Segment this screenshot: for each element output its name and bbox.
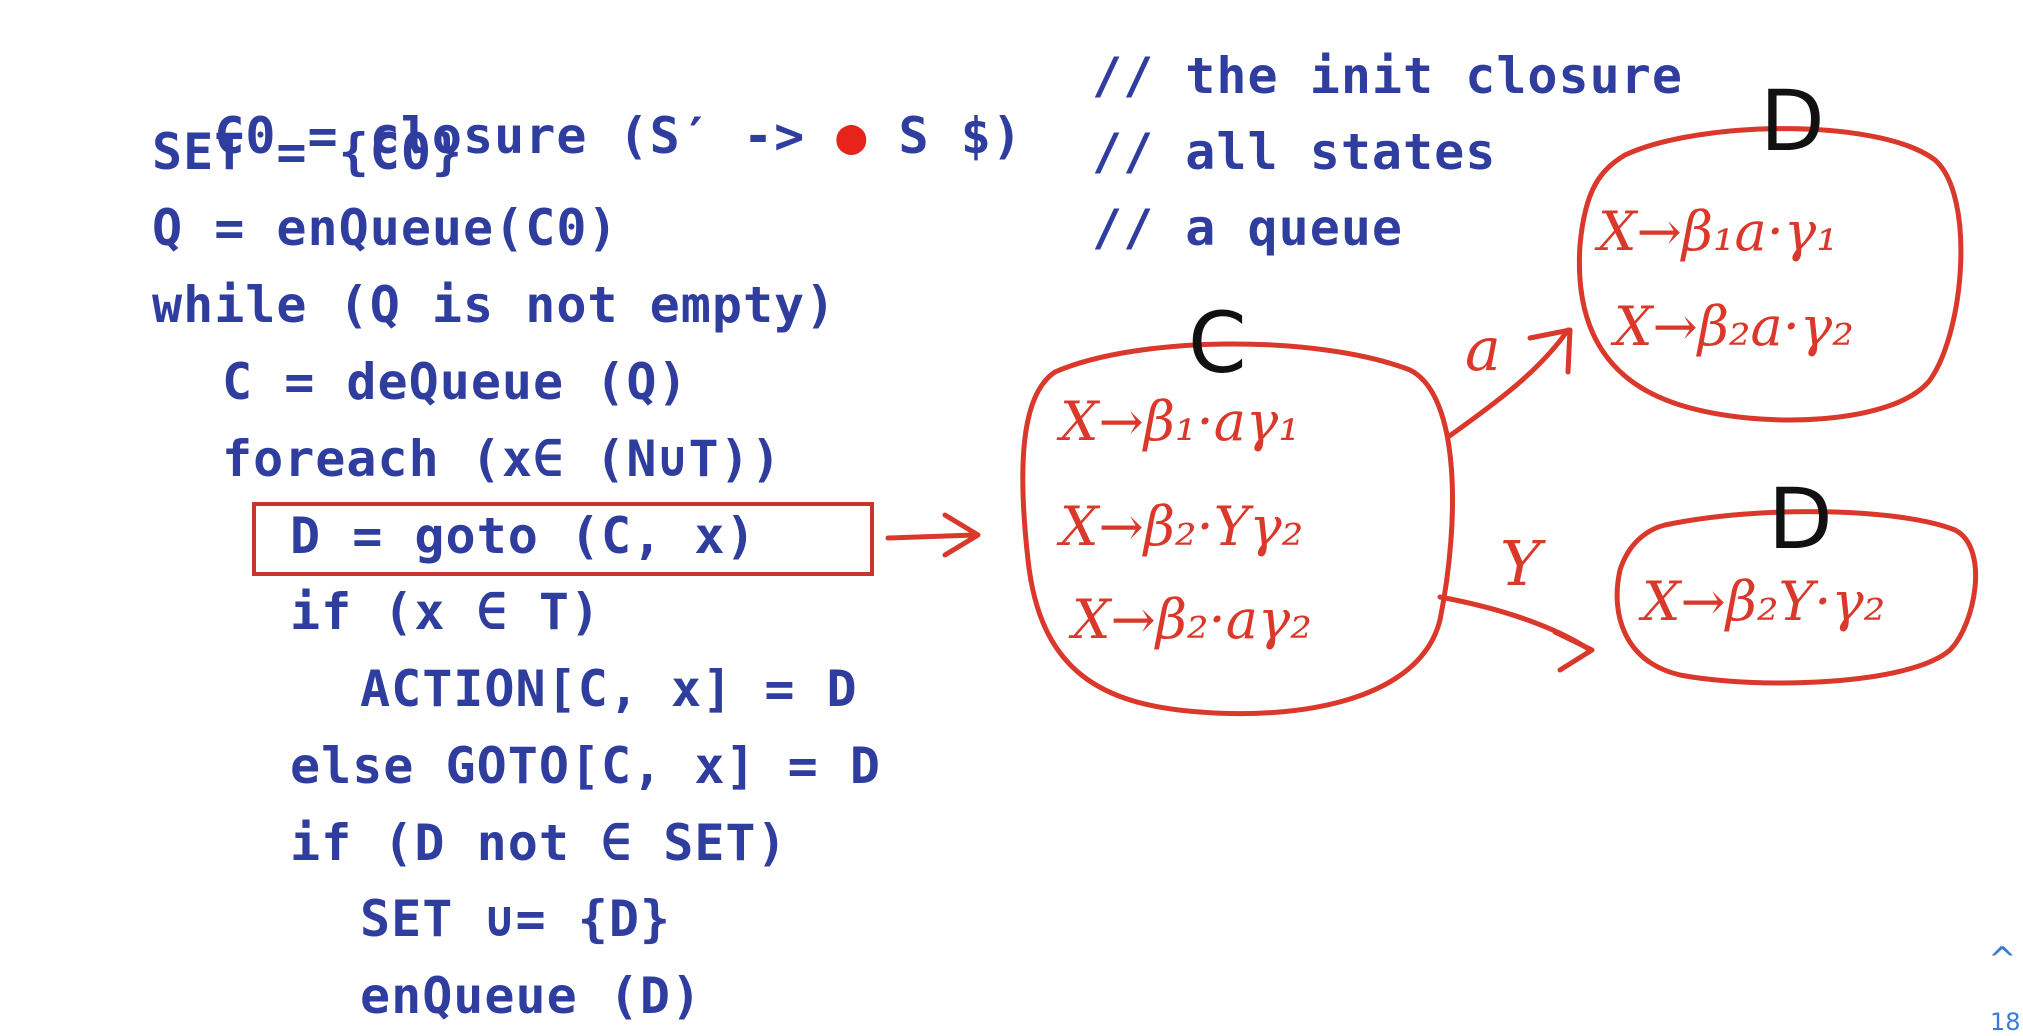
state-d2-blob bbox=[1614, 509, 1978, 686]
edge-y-arrow bbox=[1437, 594, 1595, 673]
code-line-7: D = goto (C, x) bbox=[290, 507, 757, 565]
state-c-item-2: X→β₂·Yγ₂ bbox=[1056, 495, 1303, 558]
edge-y-label: Y bbox=[1500, 527, 1546, 600]
code-line-10: else GOTO[C, x] = D bbox=[290, 737, 881, 795]
code-line-12: SET ∪= {D} bbox=[360, 890, 672, 948]
code-line-8: if (x ∈ T) bbox=[290, 583, 602, 641]
state-d1-label: D bbox=[1760, 72, 1825, 170]
state-d2-item-1: X→β₂Y·γ₂ bbox=[1638, 570, 1885, 633]
chevron-up-icon[interactable]: ^ bbox=[1988, 940, 2017, 980]
code-line-3: Q = enQueue(C0) bbox=[152, 199, 619, 257]
goto-highlight-box bbox=[252, 502, 874, 576]
code-line-1: C0 = closure (S′ -> ● S $) bbox=[152, 46, 1023, 166]
code-line-1-prefix: C0 = closure (S′ -> bbox=[214, 107, 837, 165]
code-line-4: while (Q is not empty) bbox=[152, 276, 837, 334]
edge-a-arrow bbox=[1445, 327, 1573, 440]
closure-dot-icon: ● bbox=[836, 107, 868, 165]
code-line-11: if (D not ∈ SET) bbox=[290, 814, 788, 872]
code-line-1-suffix: S $) bbox=[867, 107, 1023, 165]
code-line-2: SET = {C0} bbox=[152, 123, 464, 181]
state-c-label: C bbox=[1188, 294, 1247, 392]
comment-a-queue: // a queue bbox=[1092, 199, 1404, 257]
state-d1-item-2: X→β₂a·γ₂ bbox=[1610, 295, 1854, 358]
comment-init-closure: // the init closure bbox=[1092, 47, 1683, 105]
comment-all-states: // all states bbox=[1092, 123, 1497, 181]
code-line-9: ACTION[C, x] = D bbox=[360, 660, 858, 718]
code-line-6: foreach (x∈ (N∪T)) bbox=[222, 430, 782, 488]
state-c-item-1: X→β₁·aγ₁ bbox=[1056, 390, 1300, 453]
state-d1-item-1: X→β₁a·γ₁ bbox=[1594, 200, 1838, 263]
page-number: 18 bbox=[1990, 1008, 2021, 1036]
code-line-5: C = deQueue (Q) bbox=[222, 353, 689, 411]
state-d1-blob bbox=[1576, 126, 1964, 423]
state-d2-label: D bbox=[1768, 470, 1833, 568]
state-c-item-3: X→β₂·aγ₂ bbox=[1068, 588, 1312, 651]
edge-a-label: a bbox=[1465, 315, 1501, 385]
goto-arrow bbox=[885, 512, 981, 558]
code-line-13: enQueue (D) bbox=[360, 967, 703, 1025]
state-c-blob bbox=[1020, 341, 1455, 717]
